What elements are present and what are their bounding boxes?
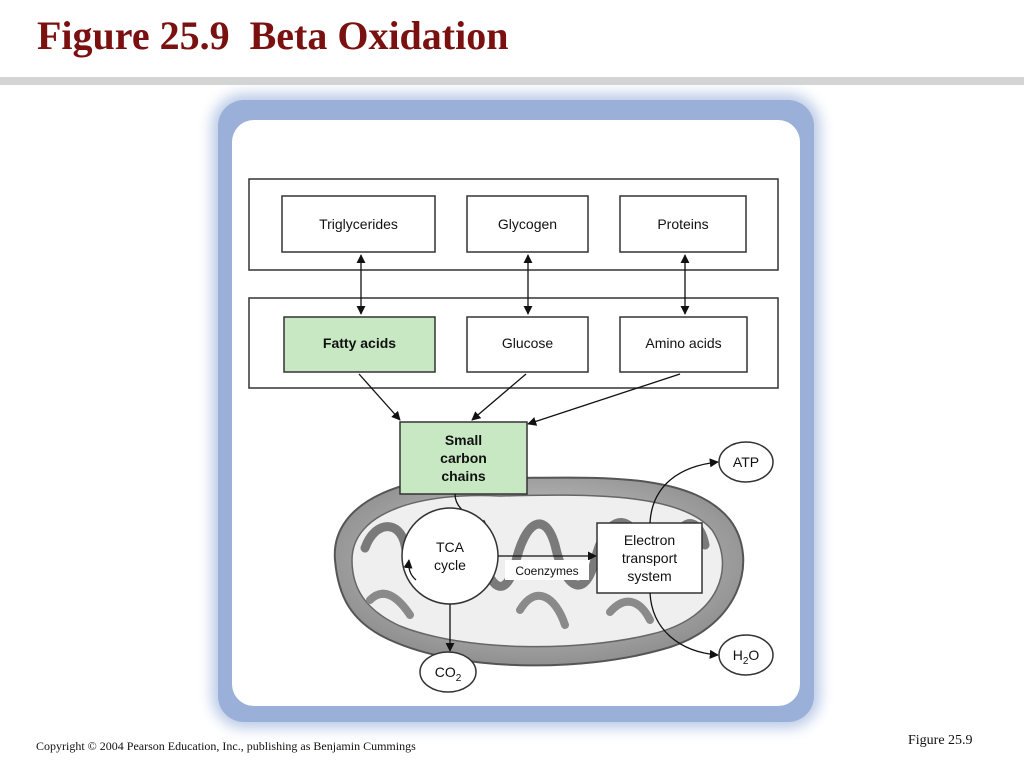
amino-acids-to-chains-arrow — [527, 373, 681, 426]
atp-label: ATP — [733, 454, 759, 470]
h2o-label: H2O — [733, 647, 760, 667]
glucose-label: Glucose — [502, 335, 554, 351]
glucose-to-chains-arrow — [471, 373, 527, 421]
amino-acids-box: Amino acids — [619, 316, 748, 373]
fatty-acids-to-chains-arrow — [358, 373, 401, 421]
figure-number-label: Figure 25.9 — [908, 733, 973, 748]
fatty-acids-box: Fatty acids — [283, 316, 436, 373]
coenzymes-label: Coenzymes — [515, 564, 578, 578]
h2o-ellipse: H2O — [718, 634, 774, 676]
small-carbon-chains-box: Small carbon chains — [399, 421, 528, 495]
proteins-label: Proteins — [657, 216, 708, 232]
co2-ellipse: CO2 — [419, 651, 477, 693]
tca-cycle-line-1: TCA — [436, 539, 465, 555]
slide-title: Figure 25.9 Beta Oxidation — [37, 13, 509, 58]
co2-label: CO2 — [435, 664, 462, 684]
copyright-notice: Copyright © 2004 Pearson Education, Inc.… — [36, 739, 416, 753]
glucose-box: Glucose — [466, 316, 589, 373]
title-divider — [0, 77, 1024, 85]
proteins-box: Proteins — [619, 195, 747, 253]
to-h2o-arrow — [649, 592, 719, 659]
amino-acids-label: Amino acids — [645, 335, 721, 351]
triglycerides-box: Triglycerides — [281, 195, 436, 253]
atp-ellipse: ATP — [718, 441, 774, 483]
small-carbon-chains-line-3: chains — [441, 468, 486, 484]
glycogen-label: Glycogen — [498, 216, 557, 232]
electron-transport-line-2: transport — [622, 550, 677, 566]
glycogen-box: Glycogen — [466, 195, 589, 253]
small-carbon-chains-line-2: carbon — [440, 450, 487, 466]
tca-cycle-return-arrow — [403, 559, 417, 581]
to-atp-arrow — [649, 458, 719, 524]
tca-cycle-line-2: cycle — [434, 557, 466, 573]
electron-transport-line-3: system — [627, 568, 671, 584]
small-carbon-chains-line-1: Small — [445, 432, 482, 448]
coenzymes-label-bg — [505, 560, 589, 580]
fatty-acids-label: Fatty acids — [323, 335, 396, 351]
electron-transport-line-1: Electron — [624, 532, 675, 548]
tca-cycle-circle: TCA cycle — [401, 507, 499, 605]
triglycerides-label: Triglycerides — [319, 216, 398, 232]
electron-transport-box: Electron transport system — [596, 522, 703, 594]
